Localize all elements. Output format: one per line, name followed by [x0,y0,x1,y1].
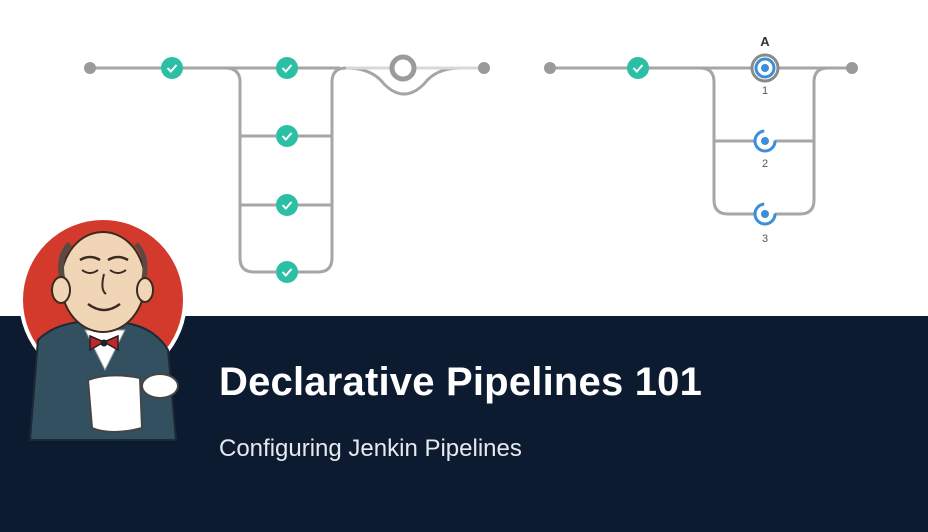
check-circle-icon [276,57,298,79]
running-spinner-icon [750,53,780,83]
check-circle-icon [276,261,298,283]
end-node [478,62,490,74]
check-circle-icon [627,57,649,79]
check-circle-icon [276,194,298,216]
left-pipeline-nodes [84,54,490,283]
jenkins-butler-logo [19,216,187,441]
right-pipeline [550,66,852,216]
page-subtitle: Configuring Jenkin Pipelines [219,435,522,462]
running-spinner-icon [753,202,777,226]
start-node [544,62,556,74]
check-circle-icon [276,125,298,147]
pipeline-diagrams: A 1 2 3 [84,34,858,283]
end-node [846,62,858,74]
page-title: Declarative Pipelines 101 [219,360,703,404]
running-spinner-icon [753,129,777,153]
branch-number-label: 2 [762,158,768,170]
branch-number-label: 1 [762,85,768,97]
start-node [84,62,96,74]
right-pipeline-nodes: A 1 2 3 [544,34,858,245]
check-circle-icon [161,57,183,79]
pending-ring-icon [389,54,417,82]
branch-label: A [760,34,770,49]
branch-number-label: 3 [762,233,768,245]
